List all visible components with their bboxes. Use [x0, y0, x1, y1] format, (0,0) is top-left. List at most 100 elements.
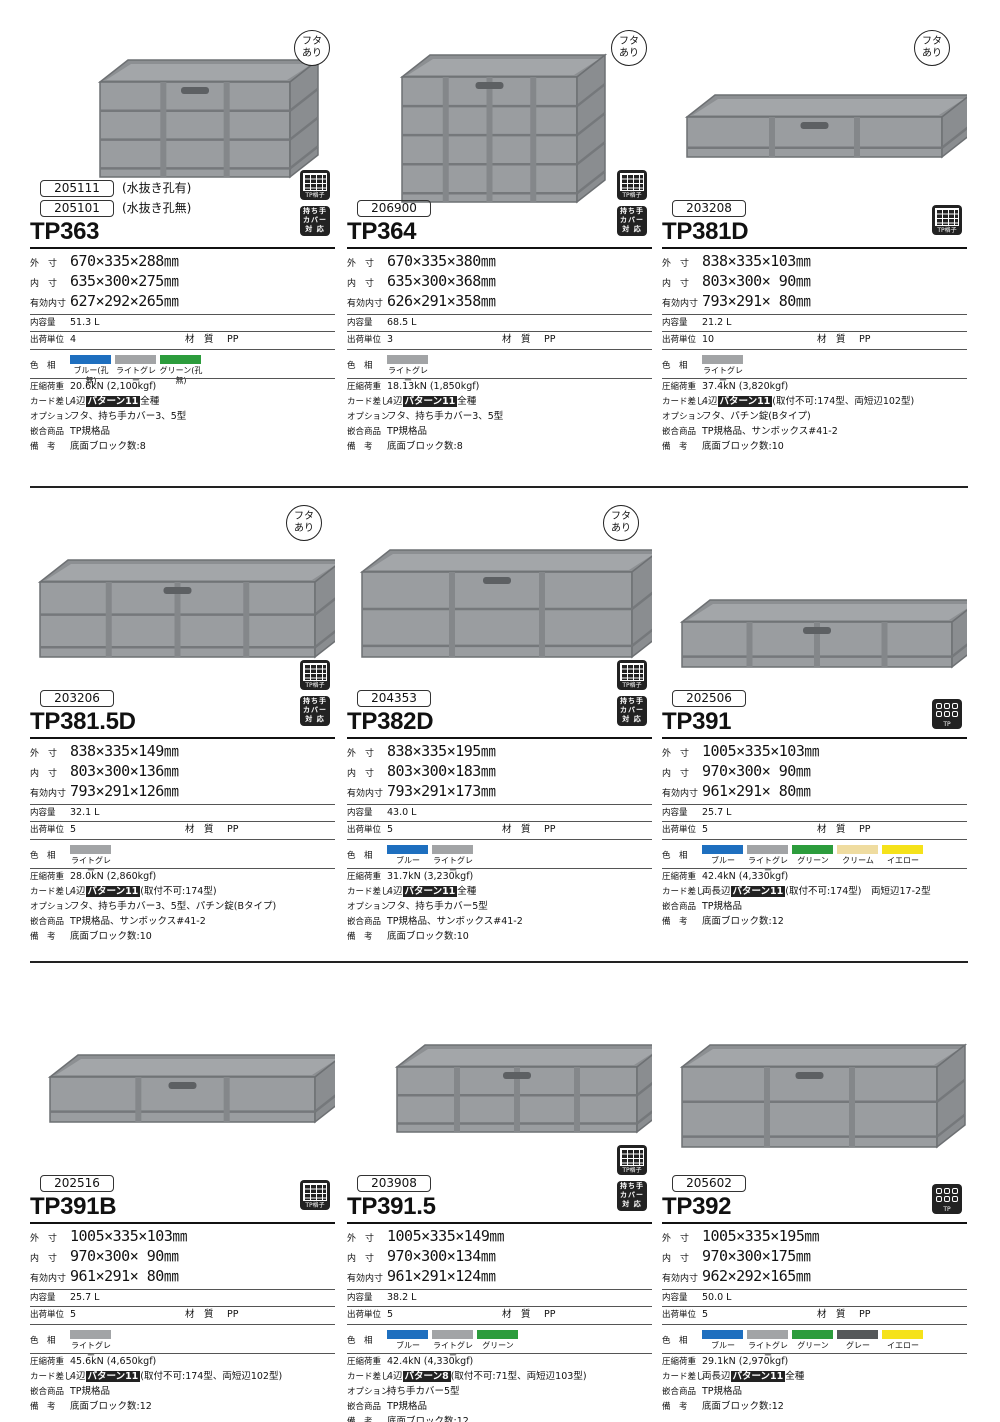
material-label: 材 質 [185, 1309, 214, 1320]
dimension-row-eff: 有効内寸 961×291× 80㎜ [30, 1266, 335, 1286]
spec-value-note: 底面ブロック数:12 [702, 1401, 784, 1412]
grid-cell-icon [952, 703, 958, 709]
dimension-label: 有効内寸 [30, 789, 67, 799]
spec-value-fit: TP規格品 [702, 901, 743, 912]
color-swatch-label: グリーン [797, 856, 829, 865]
card-slot-note: (取付不可:174型) 両短辺17-2型 [785, 886, 931, 897]
lid-available-badge: フタ あり [603, 505, 639, 541]
crate-front [99, 81, 291, 178]
dimension-label: 有効内寸 [30, 299, 67, 309]
divider [30, 331, 335, 332]
crate-rib [631, 628, 652, 647]
color-swatch-label: ブルー [396, 856, 420, 865]
spec-value-note: 底面ブロック数:12 [702, 916, 784, 927]
color-swatch-label: ライトグレー [388, 366, 428, 385]
unit-value: 5 [70, 1309, 77, 1320]
lid-available-badge: フタ あり [611, 30, 647, 66]
product-code: 205101 [40, 200, 114, 217]
color-swatch-label: ライトグレー [748, 856, 788, 875]
divider [30, 821, 335, 822]
spec-label-card: カード差し [662, 887, 705, 897]
crate-side [289, 58, 319, 179]
pattern-tag: パターン11 [730, 1371, 786, 1382]
capacity-label: 内容量 [30, 318, 56, 328]
dimension-label: 外 寸 [662, 749, 690, 759]
crate-rib [289, 116, 319, 141]
crate-interior [106, 64, 312, 80]
color-swatch-label: ブルー(孔無) [73, 366, 109, 385]
tp-grid-badge: TP格子 [617, 1145, 647, 1175]
material-label: 材 質 [185, 334, 214, 345]
handle-cover-badge: 持ち手 カバー 対 応 [300, 696, 330, 726]
unit-value: 5 [702, 824, 709, 835]
model-name: TP363 [30, 218, 100, 245]
dimension-label: 内 寸 [30, 769, 58, 779]
grid-cell-icon [936, 1188, 942, 1194]
dimension-value: 670×335×380㎜ [387, 252, 496, 270]
color-swatch-label: ライトグレー [71, 1341, 111, 1360]
spec-label-option: オプション [347, 1387, 390, 1397]
crate-post [539, 572, 545, 657]
spec-value-option: 持ち手カバー5型 [387, 1386, 460, 1397]
grid-cell-icon [936, 711, 942, 717]
card-slot-value: 4辺パターン11(取付不可:174型、両短辺102型) [702, 396, 914, 408]
dimension-row-inner: 内 寸 970×300×134㎜ [347, 1246, 652, 1266]
product-photo [30, 990, 335, 1185]
color-swatch-lightgray [747, 845, 788, 854]
color-swatch-label: クリーム [842, 856, 874, 865]
dimension-label: 外 寸 [347, 1234, 375, 1244]
unit-value: 5 [387, 1309, 394, 1320]
card-slot-note: 全種 [140, 396, 160, 407]
dimension-row-inner: 内 寸 970×300×175㎜ [662, 1246, 967, 1266]
color-label: 色 相 [30, 851, 56, 861]
dimension-value: 793×291× 80㎜ [702, 292, 811, 310]
dimension-label: 外 寸 [30, 749, 58, 759]
title-rule [30, 737, 335, 739]
color-swatch-blue [387, 845, 428, 854]
spec-label-load: 圧縮荷重 [347, 872, 382, 882]
unit-label: 出荷単位 [347, 1310, 382, 1320]
material-value: PP [859, 824, 871, 835]
color-swatch-lightgray [387, 355, 428, 364]
color-label: 色 相 [347, 851, 373, 861]
dimension-value: 961×291× 80㎜ [70, 1267, 179, 1285]
crate-interior [46, 564, 335, 580]
handle-cover-badge: 持ち手 カバー 対 応 [300, 206, 330, 236]
card-slot-sides: 4辺 [70, 886, 86, 897]
grid-icon [303, 663, 327, 681]
crate-post [174, 582, 181, 657]
dimension-row-eff: 有効内寸 962×292×165㎜ [662, 1266, 967, 1286]
color-swatch-label: ライトグレー [433, 856, 473, 875]
divider [347, 839, 652, 840]
crate-post [746, 622, 753, 667]
grid-cell-icon [944, 1196, 950, 1202]
crate-post [160, 82, 167, 177]
spec-label-note: 備 考 [662, 917, 688, 927]
tp-grid-badge: TP格子 [300, 170, 330, 200]
spec-value-load: 45.6kN (4,650kgf) [70, 1356, 157, 1367]
card-slot-note: 全種 [785, 1371, 805, 1382]
crate-interior [688, 1049, 959, 1065]
unit-label: 出荷単位 [30, 335, 65, 345]
divider [30, 1353, 335, 1354]
crate-illustration [684, 94, 967, 159]
material-label: 材 質 [502, 1309, 531, 1320]
material-value: PP [227, 334, 239, 345]
material-value: PP [544, 824, 556, 835]
color-swatch-label: ライトグレー [703, 366, 743, 385]
spec-label-option: オプション [30, 412, 73, 422]
dimension-label: 外 寸 [30, 259, 58, 269]
capacity-value: 32.1 L [70, 807, 100, 818]
color-label: 色 相 [347, 1336, 373, 1346]
unit-label: 出荷単位 [662, 335, 697, 345]
